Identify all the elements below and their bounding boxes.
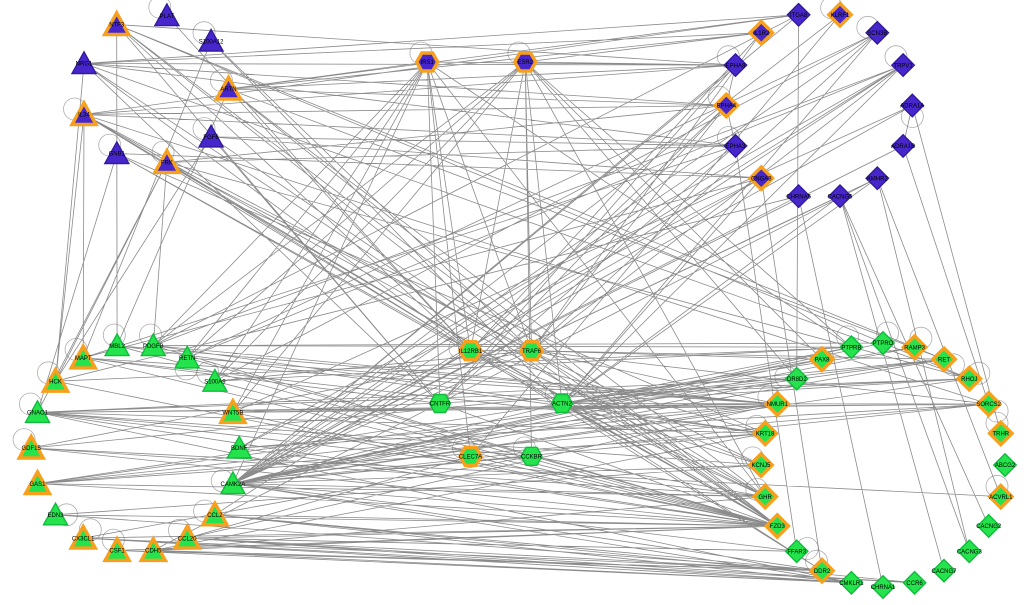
svg-text:MBL2: MBL2 (109, 344, 125, 350)
svg-text:ACVRL1: ACVRL1 (989, 495, 1013, 501)
svg-text:GDF15: GDF15 (22, 446, 42, 452)
svg-text:NRG1: NRG1 (76, 62, 93, 68)
svg-text:CCR6: CCR6 (906, 581, 923, 587)
svg-text:BDNF: BDNF (231, 446, 248, 452)
svg-text:KCNJ5: KCNJ5 (751, 463, 771, 469)
svg-text:CNTFR: CNTFR (430, 402, 451, 408)
svg-text:OR8D2: OR8D2 (787, 377, 808, 383)
svg-text:CLEC7A: CLEC7A (459, 455, 482, 461)
svg-text:CCL2: CCL2 (207, 513, 223, 519)
svg-text:FRK: FRK (161, 161, 173, 167)
svg-text:EPHA3: EPHA3 (726, 144, 746, 150)
svg-text:ITGA8: ITGA8 (790, 13, 808, 19)
svg-text:PTPRB: PTPRB (841, 345, 861, 351)
svg-text:GHR: GHR (759, 495, 773, 501)
svg-text:IRS1: IRS1 (421, 60, 435, 66)
svg-text:CACNG5: CACNG5 (827, 194, 853, 200)
svg-text:AMHR2: AMHR2 (867, 176, 889, 182)
svg-text:RAMP3: RAMP3 (904, 345, 925, 351)
svg-text:CSF1: CSF1 (109, 549, 125, 555)
svg-text:ABCG2: ABCG2 (995, 463, 1016, 469)
svg-text:WNT5B: WNT5B (222, 411, 243, 417)
svg-text:CX3CL1: CX3CL1 (72, 536, 95, 542)
svg-text:ADRA1B: ADRA1B (891, 144, 915, 150)
svg-text:GNAO1: GNAO1 (27, 411, 49, 417)
svg-text:DDR2: DDR2 (814, 569, 831, 575)
svg-text:TRAF6: TRAF6 (522, 349, 542, 355)
svg-text:KLRF1: KLRF1 (831, 13, 850, 19)
svg-text:EPHA4: EPHA4 (716, 104, 736, 110)
svg-text:TRHR: TRHR (992, 432, 1009, 438)
svg-text:ACTN2: ACTN2 (552, 402, 572, 408)
svg-text:CDH5: CDH5 (145, 549, 162, 555)
svg-text:EPHA8: EPHA8 (726, 63, 746, 69)
svg-text:IL34: IL34 (78, 113, 90, 119)
svg-text:CAMK2A: CAMK2A (221, 482, 246, 488)
svg-text:CCL20: CCL20 (178, 536, 197, 542)
svg-text:ADRA1A: ADRA1A (900, 104, 924, 110)
svg-text:S100A9: S100A9 (204, 379, 226, 385)
svg-text:ARTN: ARTN (220, 87, 236, 93)
svg-text:PDGFB: PDGFB (143, 344, 164, 350)
svg-text:KRT18: KRT18 (756, 432, 775, 438)
svg-text:CNGA3: CNGA3 (751, 176, 772, 182)
svg-text:FFAR3: FFAR3 (787, 550, 806, 556)
svg-text:SORCS2: SORCS2 (976, 402, 1001, 408)
svg-text:S100A12: S100A12 (199, 39, 224, 45)
svg-text:EDN3: EDN3 (47, 513, 64, 519)
svg-text:SCN3B: SCN3B (867, 31, 887, 37)
svg-text:RETN: RETN (179, 356, 195, 362)
svg-text:GNB1: GNB1 (109, 152, 126, 158)
svg-text:MAPT: MAPT (75, 356, 92, 362)
svg-text:TRPV1: TRPV1 (893, 63, 913, 69)
svg-text:RET: RET (938, 358, 950, 364)
svg-text:IL12RB1: IL12RB1 (459, 349, 483, 355)
svg-text:CACNG3: CACNG3 (957, 550, 983, 556)
svg-text:ESR2: ESR2 (517, 60, 533, 66)
svg-text:PAX8: PAX8 (815, 358, 831, 364)
svg-text:HCK: HCK (49, 379, 62, 385)
svg-text:CMKLR1: CMKLR1 (839, 581, 864, 587)
svg-text:CACNG7: CACNG7 (931, 569, 957, 575)
svg-text:CHRNA1: CHRNA1 (871, 585, 896, 591)
svg-text:NTF3: NTF3 (109, 23, 125, 29)
svg-text:GAS1: GAS1 (29, 482, 46, 488)
svg-text:NMUR1: NMUR1 (767, 402, 789, 408)
svg-text:PLAT: PLAT (160, 14, 175, 20)
svg-text:FGF6: FGF6 (203, 135, 219, 141)
svg-text:RHOJ: RHOJ (961, 377, 977, 383)
svg-text:PTPRO: PTPRO (873, 341, 894, 347)
svg-text:FZD3: FZD3 (770, 524, 786, 530)
svg-text:CACNG2: CACNG2 (976, 524, 1002, 530)
svg-text:CCKBR: CCKBR (521, 455, 543, 461)
svg-text:IL1R2: IL1R2 (753, 31, 770, 37)
svg-text:CHRNA5: CHRNA5 (786, 194, 811, 200)
